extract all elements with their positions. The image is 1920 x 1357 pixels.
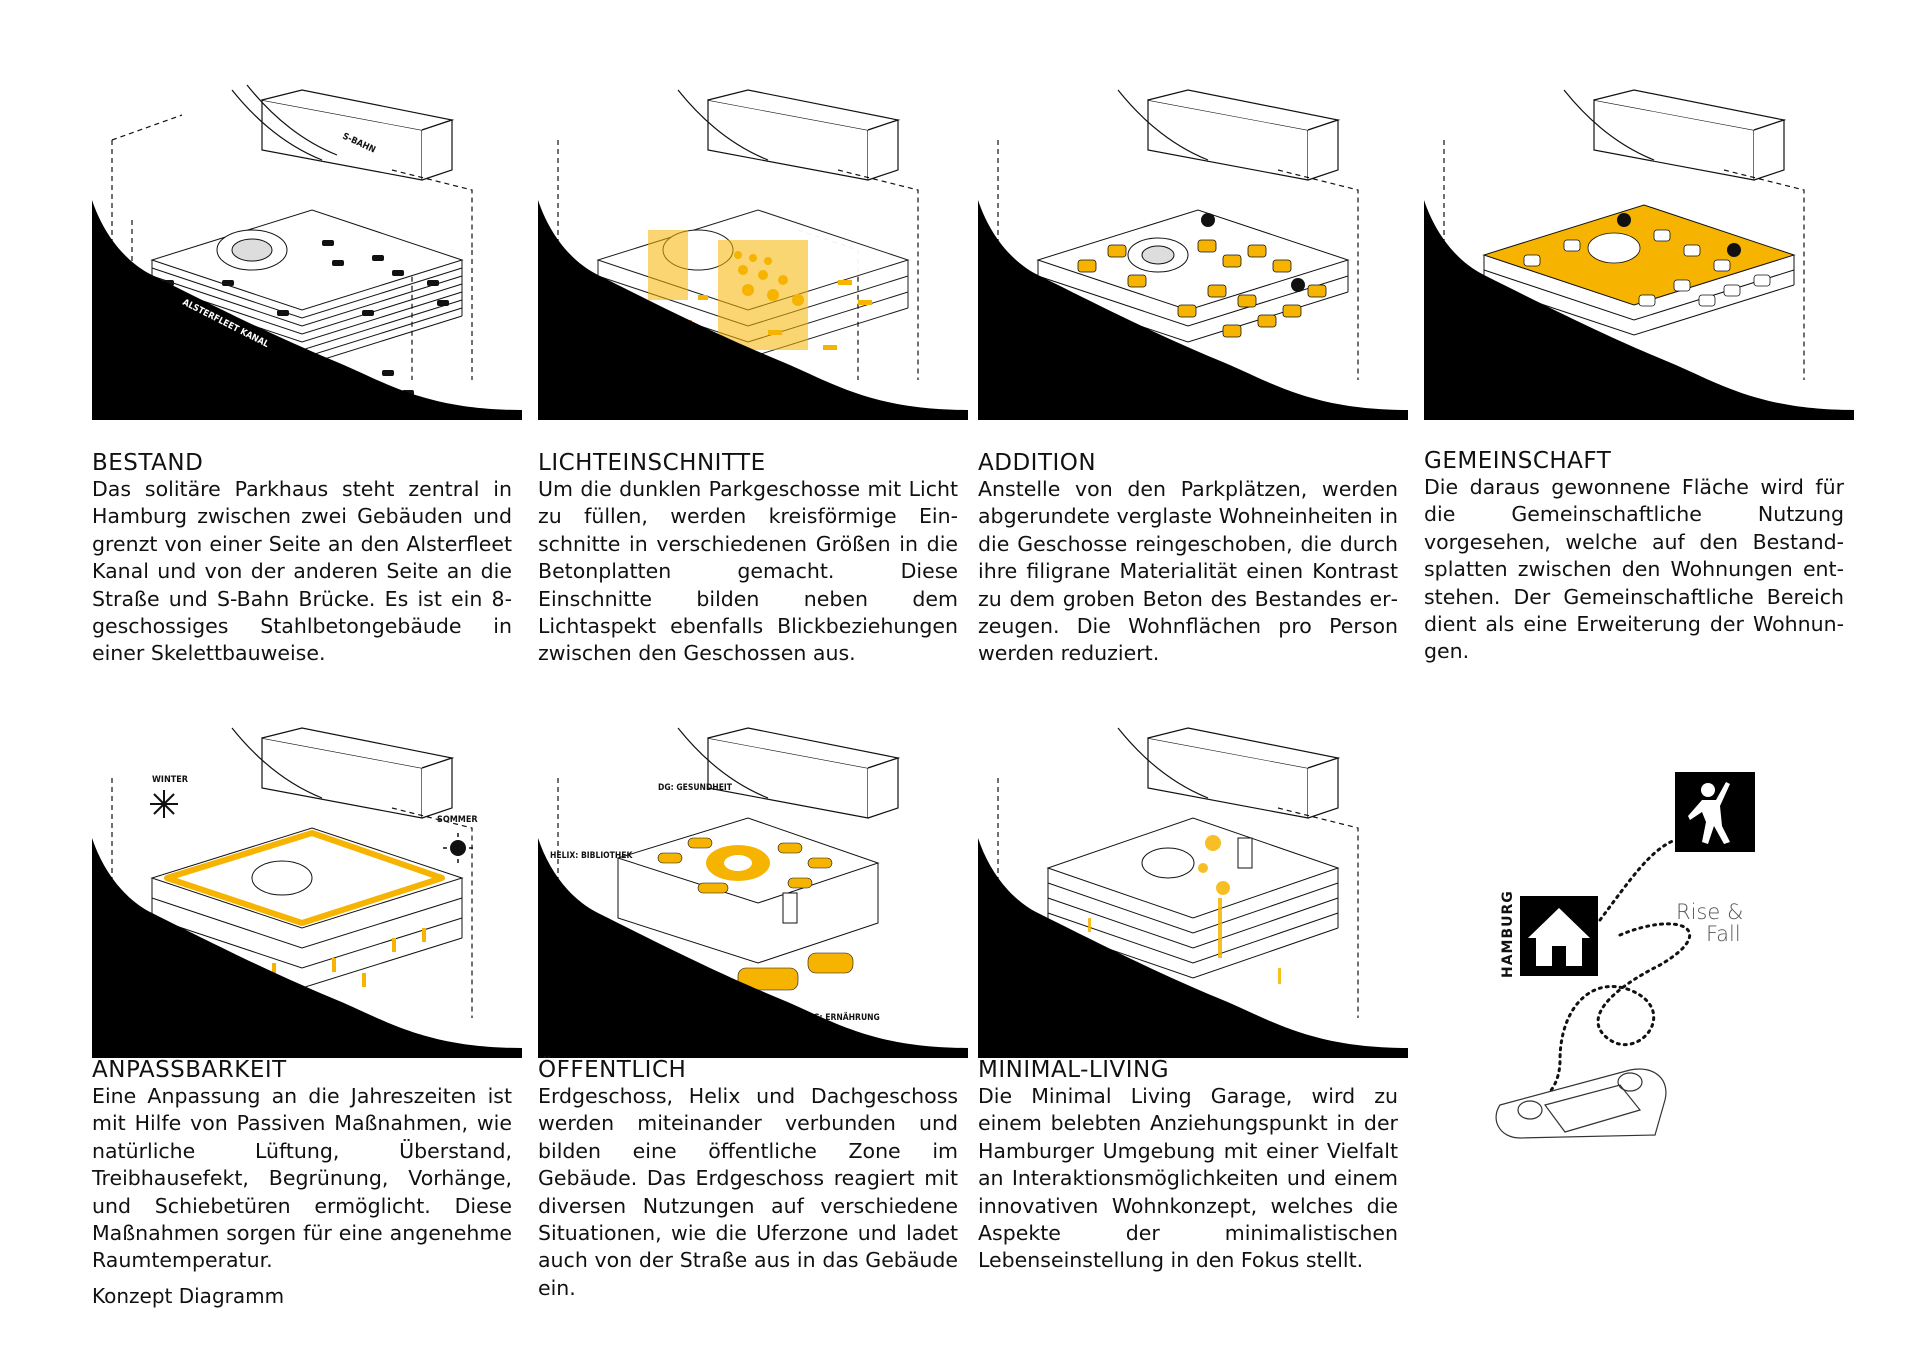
eg-label: EG: ERNÄHRUNG [808,1012,880,1023]
panel-title: ÖFFENTLICH [538,1057,687,1083]
panel-text: Anstelle von den Parkplätzen, werden ab­… [978,477,1398,666]
panel-title: ADDITION [978,450,1097,476]
panel-text: Um die dunklen Parkgeschosse mit Licht z… [538,477,958,666]
panel-title: MINIMAL-LIVING [978,1057,1170,1083]
bestand-diagram: ALSTERFLEET KANAL S-BAHN [92,80,522,420]
panel-text: Die Minimal Living Garage, wird zu einem… [978,1084,1398,1273]
helix-label: HELIX: BIBLIOTHEK [550,851,634,861]
car-icon [1495,1068,1667,1139]
anpassbarkeit-diagram: WINTER SOMMER [92,718,522,1058]
footer-caption: Konzept Diagramm [92,1284,285,1308]
panel-title: LICHTEINSCHNITTE [538,450,766,476]
fall-label: Fall [1706,922,1741,946]
house-icon [1520,896,1598,976]
dg-label: DG: GESUNDHEIT [658,783,733,793]
gemeinschaft-diagram [1424,80,1854,420]
panel-text: Das solitäre Parkhaus steht zentral in H… [92,477,512,666]
panel-title: GEMEINSCHAFT [1424,448,1612,474]
winter-label: WINTER [152,775,189,785]
person-icon [1675,772,1755,852]
panel-title: BESTAND [92,450,204,476]
panel-text: Erdgeschoss, Helix und Dachgeschoss werd… [538,1084,958,1300]
hamburg-label: HAMBURG [1500,890,1516,978]
rise-label: Rise & [1676,900,1744,924]
lichteinschnitte-diagram [538,80,968,420]
panel-title: ANPASSBARKEIT [92,1057,287,1083]
panel-text: Eine Anpassung an die Jahreszeiten ist m… [92,1084,512,1273]
addition-diagram [978,80,1408,420]
minimal-living-diagram [978,718,1408,1058]
oeffentlich-diagram: DG: GESUNDHEIT HELIX: BIBLIOTHEK EG: ERN… [538,718,968,1058]
panel-text: Die daraus gewonnene Fläche wird für die… [1424,475,1844,664]
sommer-label: SOMMER [437,815,478,825]
rise-fall-logo: HAMBURG Rise & Fall [1480,760,1780,1140]
